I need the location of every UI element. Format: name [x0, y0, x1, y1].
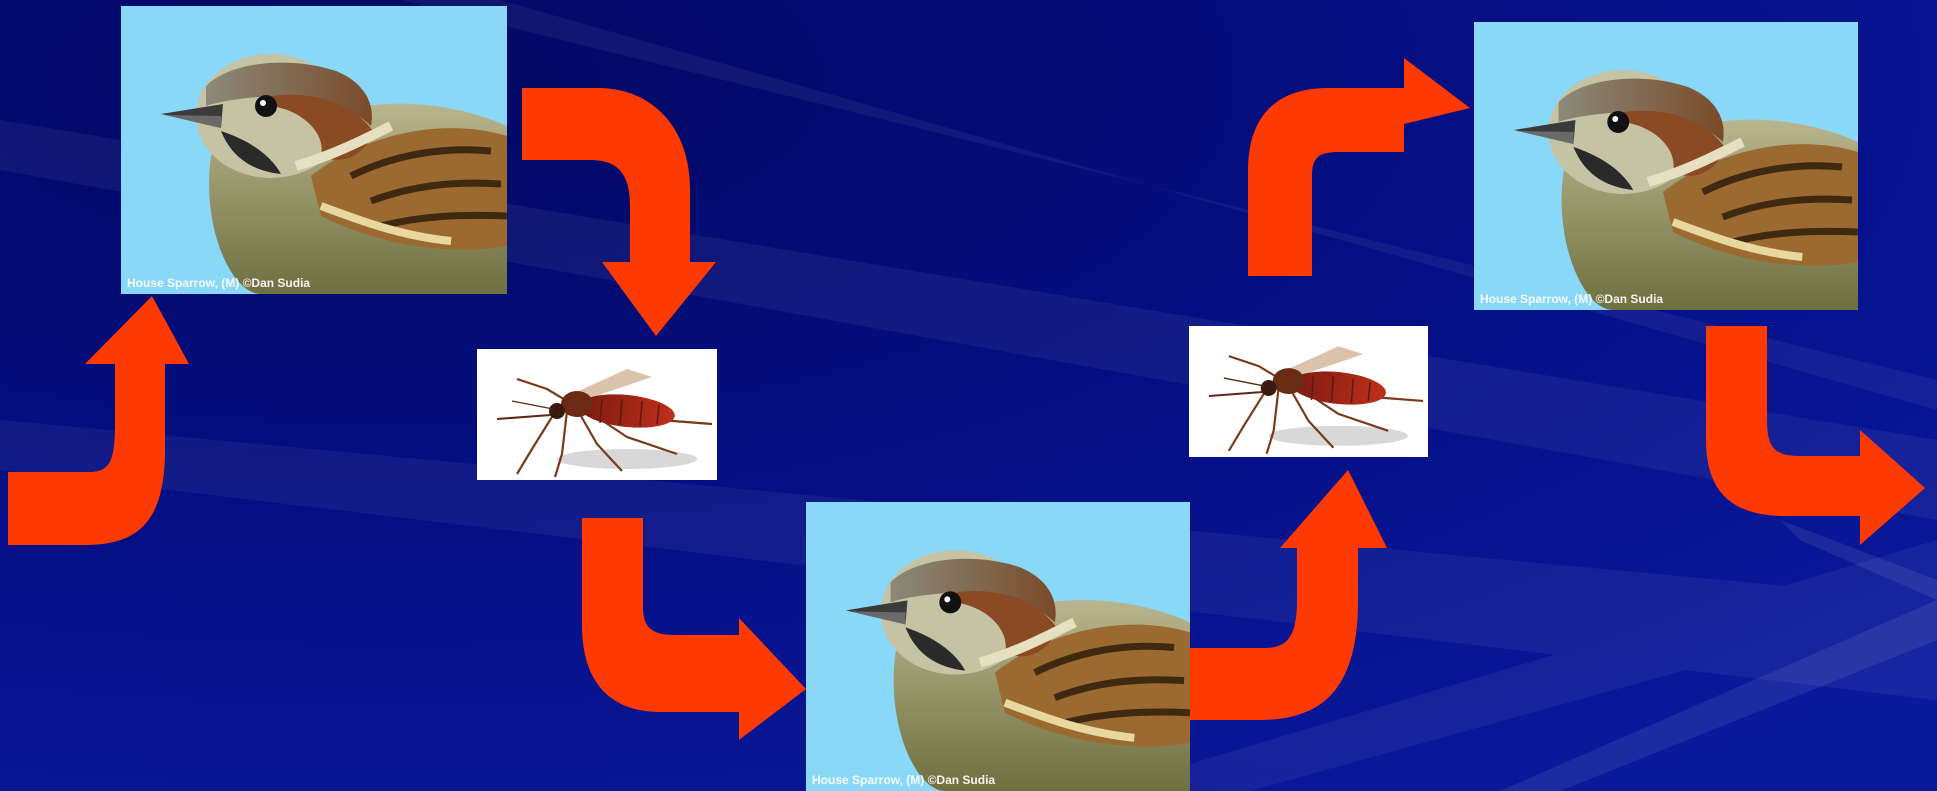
- curved-arrow-down-right-icon: [582, 518, 806, 740]
- curved-arrow-up-icon: [1190, 470, 1387, 720]
- curved-arrow-down-right-icon: [1706, 326, 1925, 545]
- curved-arrow-down-icon: [522, 88, 716, 336]
- curved-arrow-up-right-icon: [1248, 58, 1470, 276]
- curved-arrow-up-icon: [8, 296, 189, 545]
